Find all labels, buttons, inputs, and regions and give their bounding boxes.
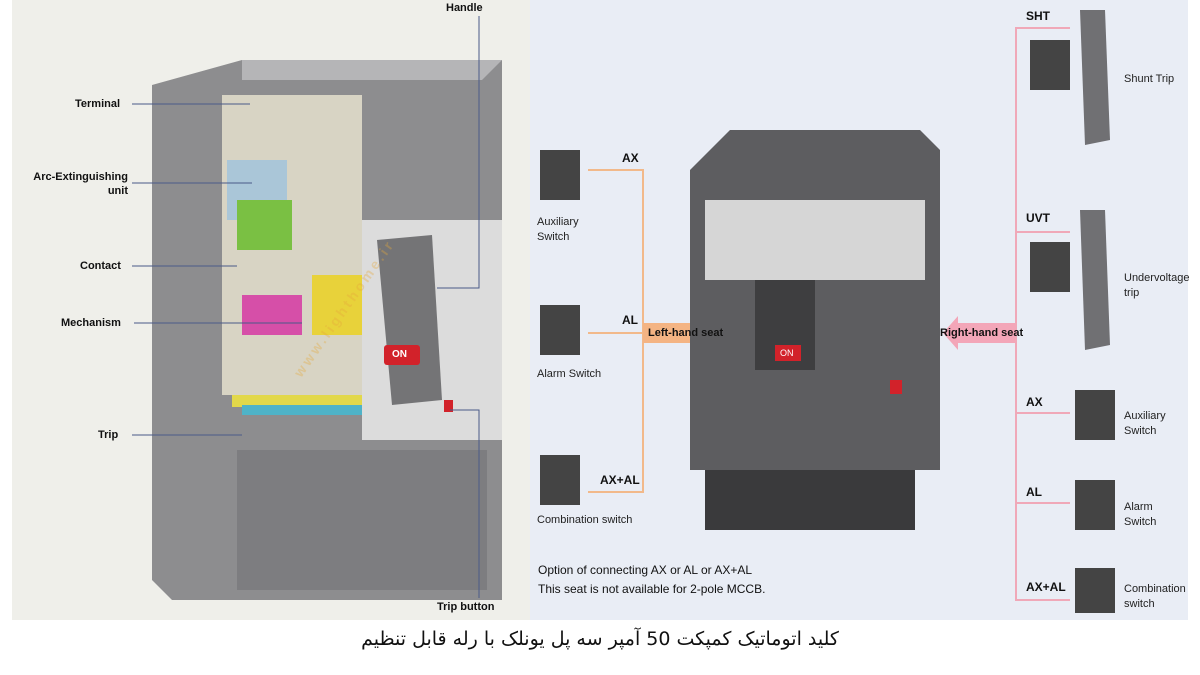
label-terminal: Terminal (75, 98, 121, 110)
accessories-diagram-panel: AX Auxiliary Switch AL Alarm Switch AX+A… (530, 0, 1190, 620)
code-right-al: AL (1026, 485, 1042, 499)
right-hand-seat-label: Right-hand seat (940, 327, 1024, 339)
label-trip-button: Trip button (437, 601, 495, 613)
code-right-ax: AX (1026, 395, 1043, 409)
code-right-ax-al: AX+AL (1026, 580, 1066, 594)
name-right-auxiliary-switch: Auxiliary Switch (1124, 410, 1166, 437)
on-label: ON (392, 349, 407, 360)
code-left-ax: AX (622, 151, 639, 165)
code-right-uvt: UVT (1026, 211, 1050, 225)
name-left-auxiliary-switch: Auxiliary Switch (537, 216, 579, 243)
name-left-combination-switch: Combination switch (537, 514, 633, 526)
breaker-cutaway-illustration (132, 16, 502, 600)
label-mechanism: Mechanism (61, 317, 121, 329)
left-hand-seat-label: Left-hand seat (648, 327, 724, 339)
on-label-photo: ON (780, 348, 794, 358)
label-arc-extinguishing-unit: Arc-Extinguishing unit (33, 171, 128, 197)
code-left-ax-al: AX+AL (600, 473, 640, 487)
name-right-alarm-switch: Alarm Switch (1124, 501, 1157, 528)
code-right-sht: SHT (1026, 9, 1050, 23)
note-line-1: Option of connecting AX or AL or AX+AL (538, 563, 753, 577)
label-trip: Trip (98, 429, 119, 441)
name-left-alarm-switch: Alarm Switch (537, 368, 602, 380)
label-contact: Contact (80, 260, 121, 272)
caption: کلید اتوماتیک کمپکت 50 آمپر سه پل یونلک … (361, 628, 839, 650)
note-line-2: This seat is not available for 2-pole MC… (538, 582, 766, 596)
name-undervoltage-trip: Undervoltage trip (1124, 272, 1190, 299)
trip-button-shape (444, 400, 453, 412)
cutaway-diagram-panel: Terminal Arc-Extinguishing unit Contact … (12, 0, 530, 620)
accessory-connections (540, 10, 1115, 613)
code-left-al: AL (622, 313, 638, 327)
name-right-combination-switch: Combination switch (1124, 583, 1186, 610)
name-shunt-trip: Shunt Trip (1124, 73, 1175, 85)
label-handle: Handle (446, 2, 483, 14)
